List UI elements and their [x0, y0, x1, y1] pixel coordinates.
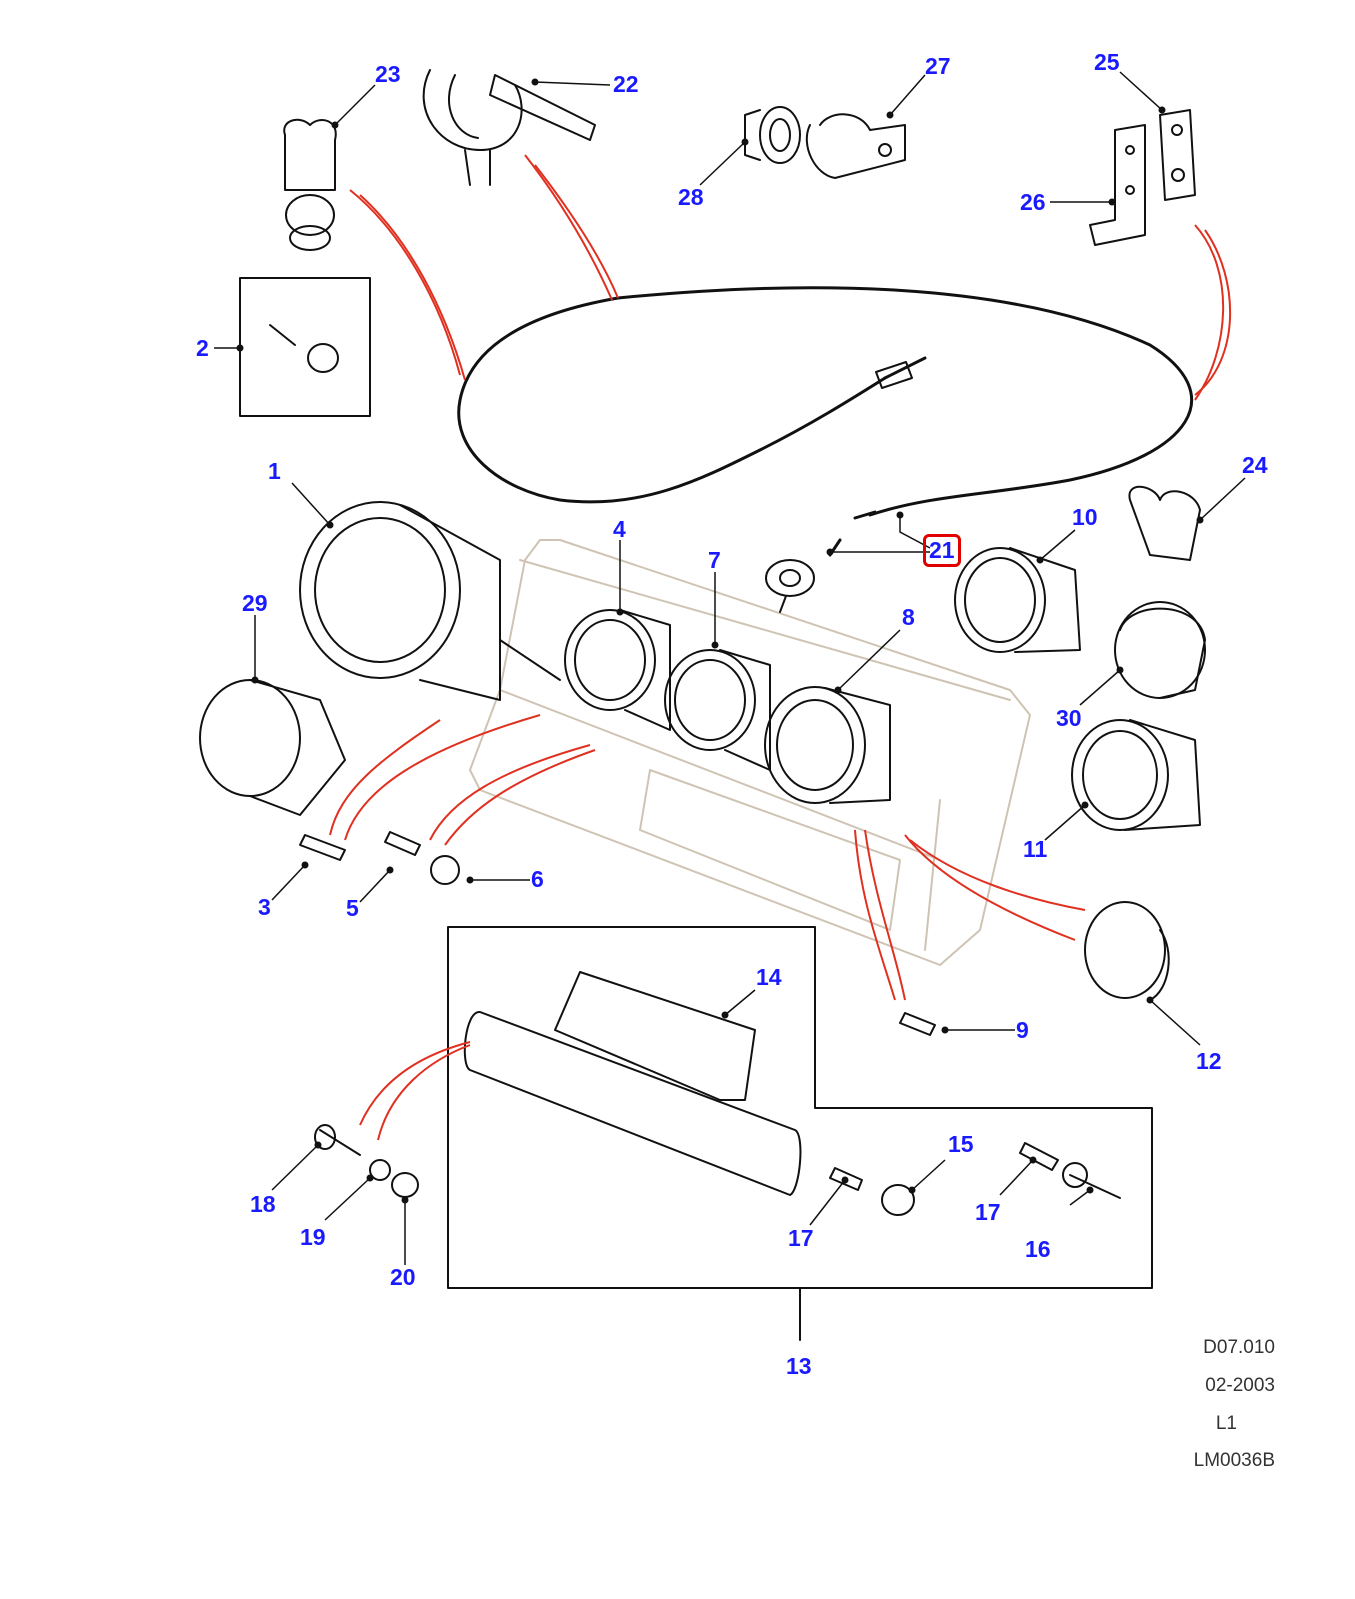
- bracket-25: [1159, 109, 1196, 201]
- speedo-cable: [616, 286, 1193, 517]
- callout-12[interactable]: 12: [1196, 1048, 1222, 1074]
- callout-17b[interactable]: 17: [975, 1199, 1001, 1225]
- callout-6[interactable]: 6: [531, 866, 544, 892]
- cable-tie-22: [422, 69, 596, 186]
- callout-25[interactable]: 25: [1094, 49, 1120, 75]
- drawing-date: 02-2003: [1205, 1375, 1275, 1396]
- callout-5[interactable]: 5: [346, 895, 359, 921]
- callout-leaders: [214, 71, 1246, 1265]
- clip-23: [283, 118, 337, 251]
- holder-6: [430, 855, 460, 885]
- callout-10[interactable]: 10: [1072, 504, 1098, 530]
- red-leaders: [329, 154, 1232, 1141]
- box-13: [447, 926, 1153, 1289]
- washer-19: [369, 1159, 391, 1181]
- callout-20[interactable]: 20: [390, 1264, 416, 1290]
- printed-circuit-14: [554, 971, 756, 1101]
- gauge-11: [1071, 719, 1201, 831]
- cap-12: [1084, 901, 1170, 1001]
- callout-8[interactable]: 8: [902, 604, 915, 630]
- bulb-17a: [829, 1167, 863, 1191]
- callout-26[interactable]: 26: [1020, 189, 1046, 215]
- callout-9[interactable]: 9: [1016, 1017, 1029, 1043]
- clip-24: [1128, 485, 1201, 561]
- callout-11[interactable]: 11: [1023, 836, 1048, 862]
- callout-21[interactable]: 21: [923, 534, 961, 567]
- gauge-10: [954, 547, 1081, 653]
- callout-16[interactable]: 16: [1025, 1236, 1051, 1262]
- callout-23[interactable]: 23: [375, 61, 401, 87]
- bulb-17b: [1019, 1142, 1059, 1171]
- bulb-5: [384, 831, 421, 856]
- callout-13[interactable]: 13: [786, 1353, 812, 1379]
- nut-20: [391, 1172, 419, 1198]
- callout-17a[interactable]: 17: [788, 1225, 814, 1251]
- callout-22[interactable]: 22: [613, 71, 639, 97]
- callout-19[interactable]: 19: [300, 1224, 326, 1250]
- callout-27[interactable]: 27: [925, 53, 951, 79]
- callout-30[interactable]: 30: [1056, 705, 1082, 731]
- callout-3[interactable]: 3: [258, 894, 271, 920]
- gauge-7: [664, 649, 771, 771]
- screw-18: [319, 1129, 361, 1156]
- panel-strip: [463, 1011, 802, 1196]
- bracket-27: [805, 113, 906, 179]
- dashboard-panel: [469, 539, 1031, 966]
- callout-1[interactable]: 1: [268, 458, 281, 484]
- callout-29[interactable]: 29: [242, 590, 268, 616]
- callout-2[interactable]: 2: [196, 335, 209, 361]
- holder-15: [881, 1184, 915, 1216]
- callout-14[interactable]: 14: [756, 964, 782, 990]
- bush-28: [744, 106, 801, 164]
- bulb-9: [899, 1012, 936, 1036]
- bulb-3: [299, 834, 346, 861]
- holder-16: [1069, 1174, 1121, 1199]
- speedometer-1: [299, 501, 561, 701]
- callout-18[interactable]: 18: [250, 1191, 276, 1217]
- bezel-30: [1114, 601, 1206, 699]
- callout-24[interactable]: 24: [1242, 452, 1268, 478]
- gauge-4: [564, 609, 671, 731]
- drawing-code: LM0036B: [1193, 1450, 1275, 1471]
- callout-15[interactable]: 15: [948, 1131, 974, 1157]
- drawing-level: L1: [1215, 1413, 1237, 1434]
- leader-dots: [236, 78, 1204, 1204]
- callout-4[interactable]: 4: [613, 516, 626, 542]
- grommet: [765, 559, 815, 597]
- callout-28[interactable]: 28: [678, 184, 704, 210]
- box-2: [239, 277, 371, 417]
- bracket-26: [1089, 124, 1146, 246]
- callout-7[interactable]: 7: [708, 547, 721, 573]
- bezel-29: [199, 679, 346, 816]
- gauge-8: [764, 686, 891, 804]
- drawing-ref: D07.010: [1203, 1337, 1275, 1358]
